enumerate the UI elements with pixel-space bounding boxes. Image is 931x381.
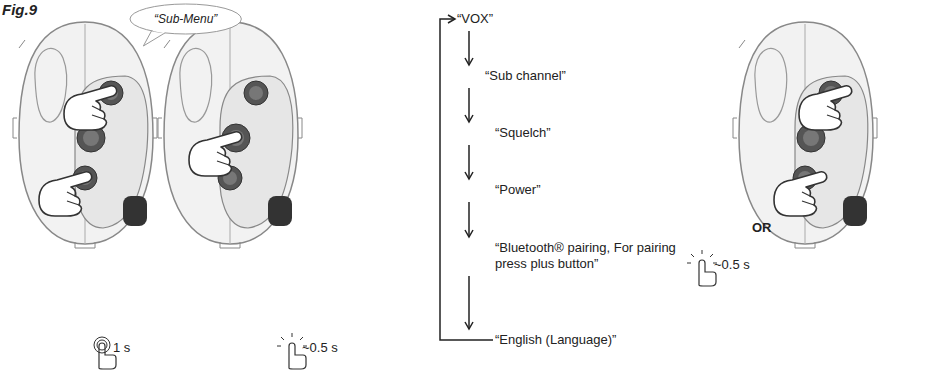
node-text: “Bluetooth® pairing, For pairing press p… [495, 240, 676, 271]
menu-item: “English (Language)” [493, 330, 618, 350]
node-text: “Sub-Menu” [154, 12, 217, 26]
menu-item: “Power” [493, 180, 543, 200]
flow-arrow [468, 31, 470, 65]
flow-arrow [468, 276, 470, 329]
flow-arrow [468, 88, 470, 122]
figure-number: Fig.9 [2, 1, 37, 18]
duration-label: 1 s [113, 340, 130, 355]
node-text: “English (Language)” [495, 332, 616, 347]
node-text: “Squelch” [495, 125, 551, 140]
duration-label: ~0.5 s [302, 340, 338, 355]
speech-bubble: “Sub-Menu” [130, 4, 241, 34]
menu-item: “Sub channel” [483, 66, 568, 86]
or-label: OR [752, 220, 772, 235]
node-text: “Sub channel” [485, 68, 566, 83]
node-text: “Power” [495, 182, 541, 197]
flow-arrow [468, 145, 470, 179]
duration-label: ~0.5 s [714, 257, 750, 272]
menu-item: “VOX” [455, 9, 495, 29]
flow-arrow [440, 19, 493, 340]
menu-item: “Bluetooth® pairing, For pairing press p… [493, 238, 692, 274]
menu-item: “Squelch” [493, 123, 553, 143]
node-text: “VOX” [457, 11, 493, 26]
flow-arrow [468, 202, 470, 237]
